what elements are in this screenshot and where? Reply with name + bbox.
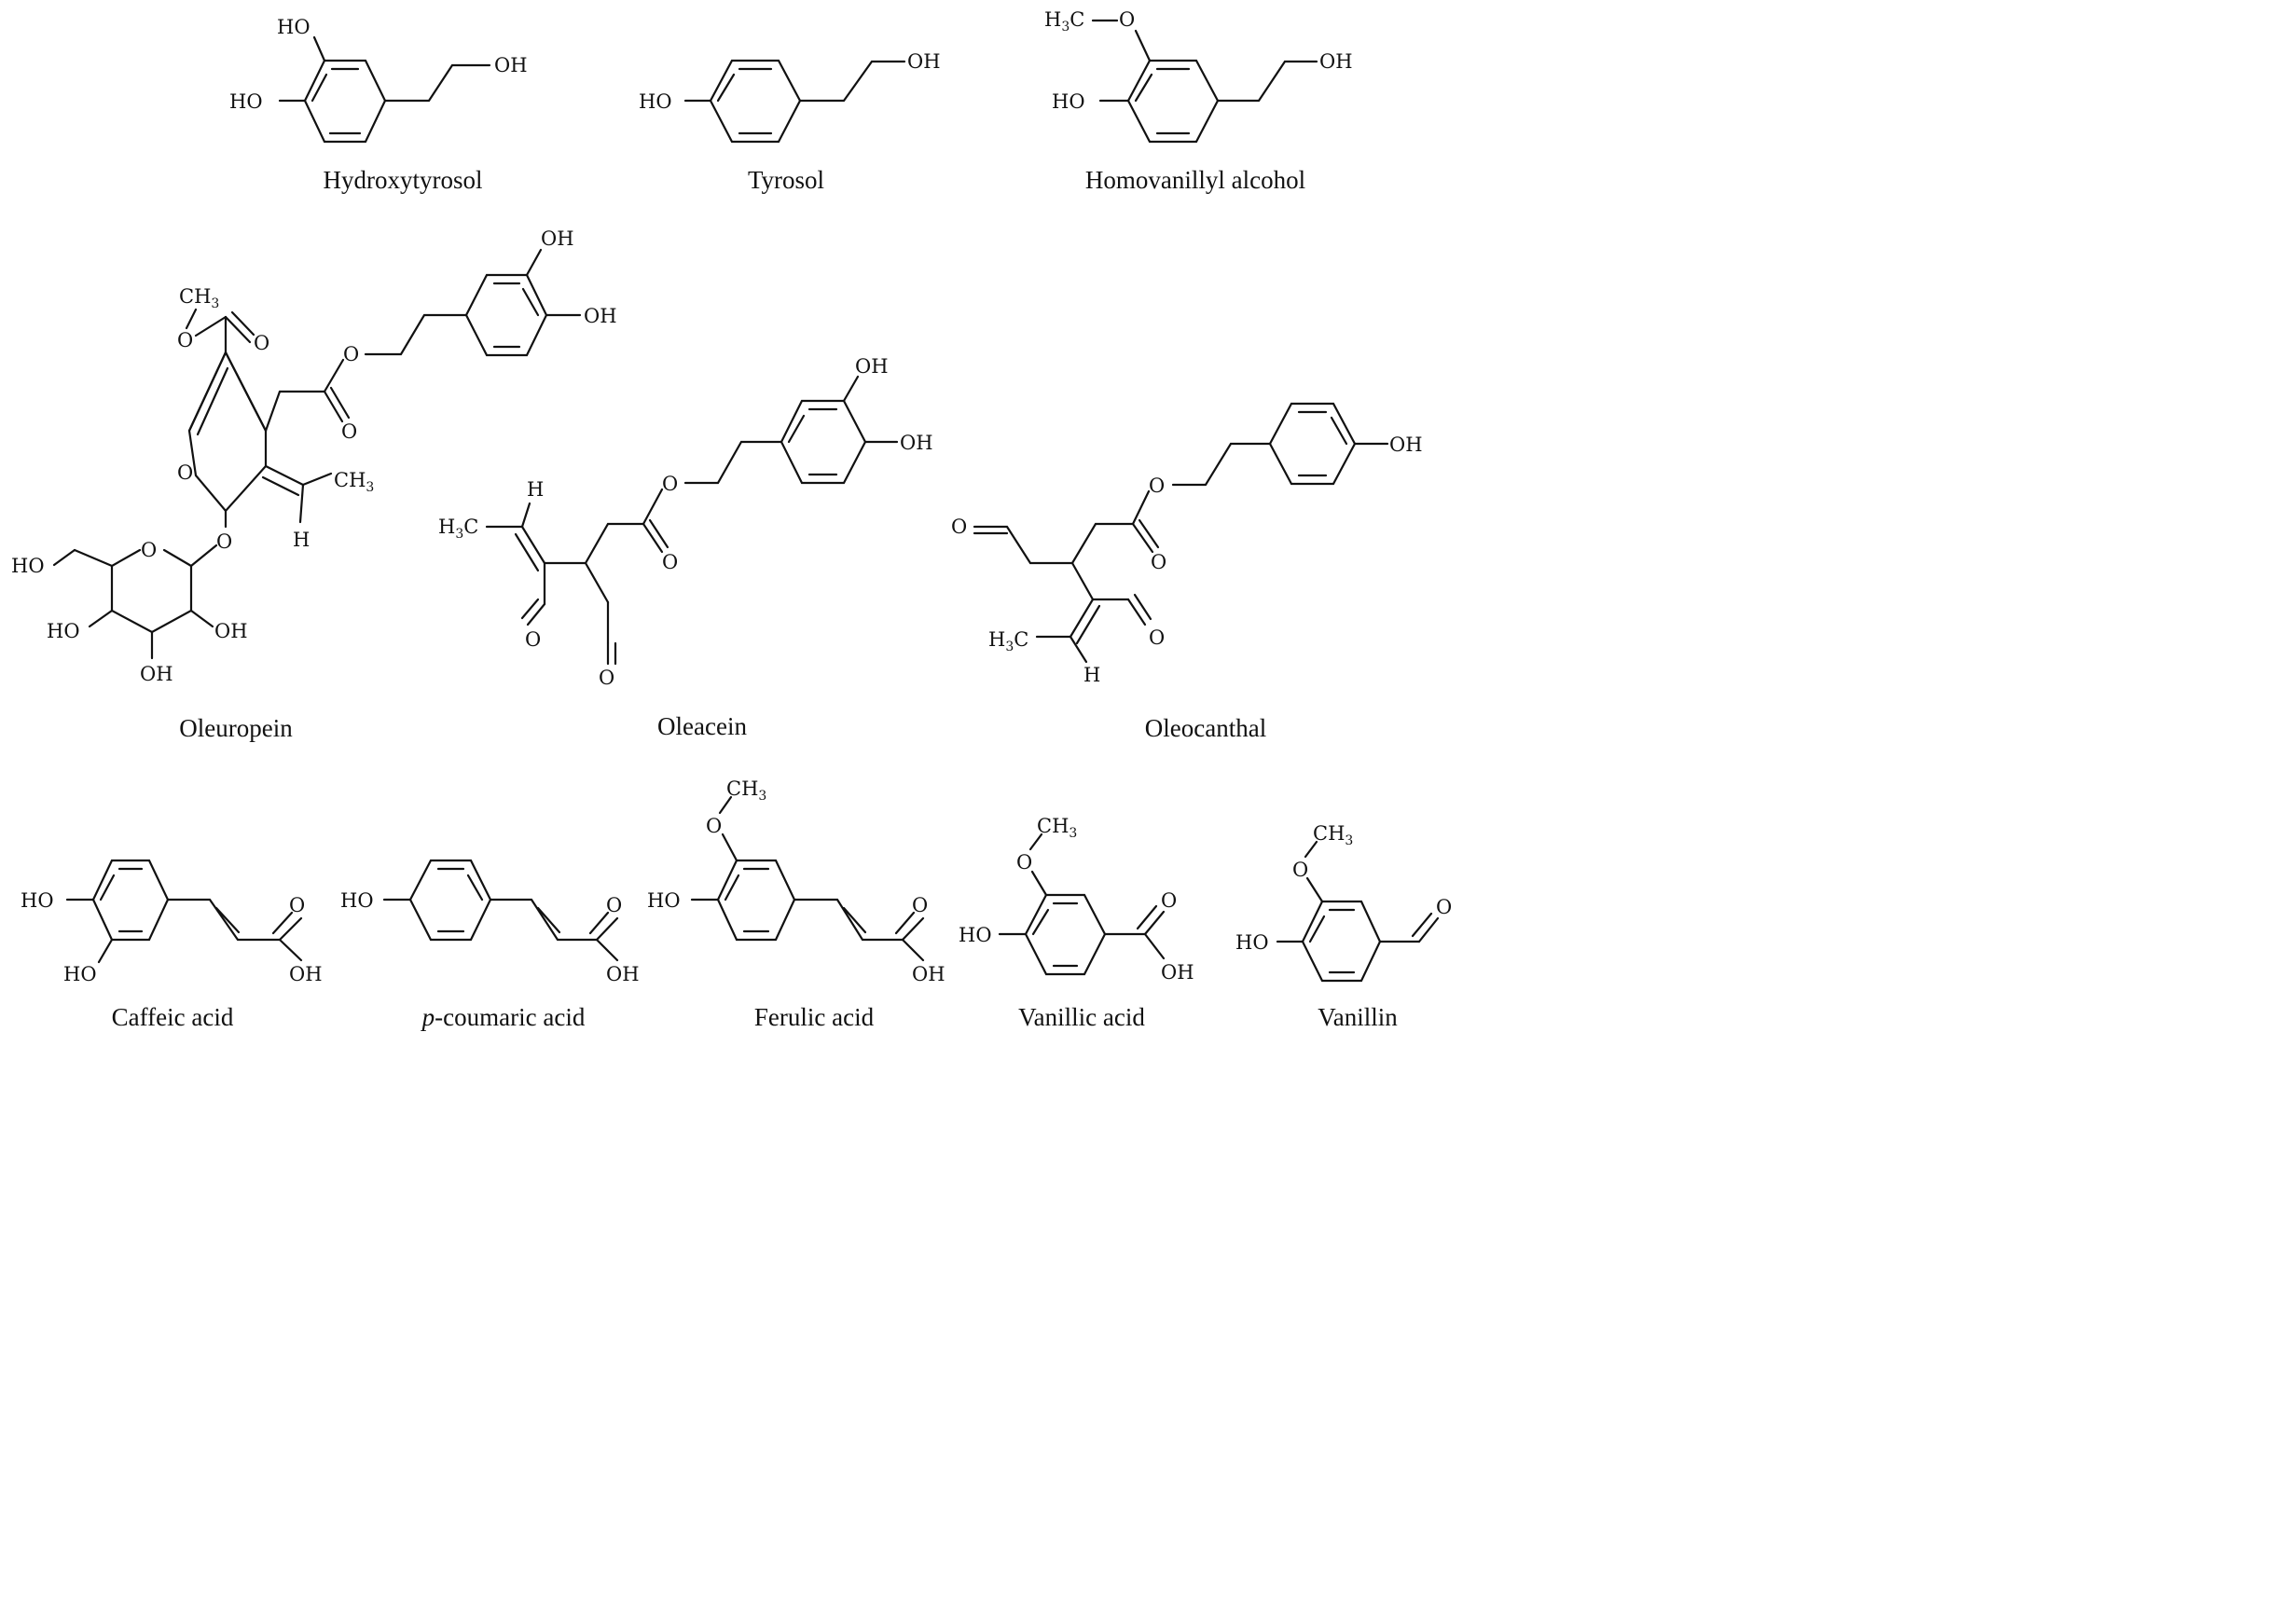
carbonyl-oxygen: O [662,551,678,573]
hydroxy-label: OH [140,663,173,685]
carbonyl-oxygen: O [951,516,967,538]
tyrosol-structure: HO OH [639,50,941,144]
hydroxy-label: OH [912,963,945,985]
methyl-label: CH3 [1037,815,1077,841]
compound-name: Oleocanthal [1145,714,1266,742]
carbonyl-oxygen: O [1149,626,1165,649]
hydroxy-label: HO [47,620,80,642]
hydrogen-label: H [293,529,310,551]
hydroxy-label: HO [647,889,681,912]
hydroxy-label: OH [1319,50,1353,73]
oxygen-label: O [343,343,359,365]
hydroxy-label: HO [1235,931,1269,954]
methyl-label: H3C [1044,8,1084,34]
oxygen-label: O [1016,851,1032,874]
hydroxy-label: HO [639,90,672,113]
hydroxy-label: OH [606,963,640,985]
compound-name: Oleuropein [179,714,293,742]
compound-name: p-coumaric acid [421,1003,586,1031]
p-coumaric-acid-structure: HO O OH [340,859,640,985]
oxygen-label: O [177,329,193,351]
hydroxytyrosol-structure: HO HO OH [229,16,528,144]
carbonyl-oxygen: O [1151,551,1166,573]
compound-name: Tyrosol [748,166,824,194]
caffeic-acid-structure: HO HO O OH [21,859,323,985]
carbonyl-oxygen: O [254,332,269,354]
hydroxy-label: OH [214,620,248,642]
oxygen-label: O [1119,8,1135,31]
compound-name: Homovanillyl alcohol [1085,166,1305,194]
hydroxy-label: OH [900,432,933,454]
compound-name: Ferulic acid [754,1003,875,1031]
compound-name: Hydroxytyrosol [324,166,483,194]
hydroxy-label: OH [289,963,323,985]
oleocanthal-structure: OH O O O H3C H O [951,402,1423,686]
compound-figure: HO HO OH Hydroxytyrosol HO OH Tyrosol H3… [11,8,1452,1031]
hydroxy-label: HO [229,90,263,113]
methyl-label: CH3 [726,778,766,804]
carbonyl-oxygen: O [1436,896,1452,918]
compound-name: Caffeic acid [112,1003,234,1031]
hydroxy-label: HO [63,963,97,985]
hydrogen-label: H [1083,664,1100,686]
ring-oxygen: O [141,539,157,561]
hydroxy-label: HO [959,924,992,946]
hydroxy-label: HO [21,889,54,912]
hydroxy-label: OH [855,355,889,378]
homovanillyl-structure: H3C O HO OH [1044,8,1353,144]
methyl-label: CH3 [1313,822,1353,848]
vanillic-acid-structure: O CH3 HO O OH [959,815,1194,984]
oxygen-label: O [1149,475,1165,497]
ring-oxygen: O [177,461,193,484]
compound-name: Vanillic acid [1018,1003,1145,1031]
ferulic-acid-structure: O CH3 HO O OH [647,778,945,985]
vanillin-structure: O CH3 HO O [1235,822,1452,983]
hydroxy-label: HO [340,889,374,912]
carbonyl-oxygen: O [341,420,357,443]
hydroxy-label: HO [11,555,45,577]
hydroxy-label: OH [584,305,617,327]
carbonyl-oxygen: O [606,894,622,916]
carbonyl-oxygen: O [525,628,541,651]
methyl-label: CH3 [334,469,374,495]
hydroxy-label: OH [494,54,528,76]
hydroxy-label: HO [277,16,310,38]
oleacein-structure: OH OH O O O H H3C O [438,355,933,689]
carbonyl-oxygen: O [599,667,614,689]
methyl-label: H3C [438,516,478,542]
compound-name: Oleacein [657,712,747,740]
carbonyl-oxygen: O [912,894,928,916]
oxygen-label: O [1292,859,1308,881]
hydroxy-label: OH [1161,961,1194,984]
hydroxy-label: OH [541,227,574,250]
hydroxy-label: OH [1389,434,1423,456]
glycosidic-oxygen: O [216,530,232,553]
carbonyl-oxygen: O [1161,889,1177,912]
compound-name: Vanillin [1318,1003,1398,1031]
hydroxy-label: OH [907,50,941,73]
hydroxy-label: HO [1052,90,1085,113]
oleuropein-structure: OH OH O O O O CH3 O CH3 H O [11,227,617,685]
oxygen-label: O [662,473,678,495]
methyl-label: H3C [988,628,1028,654]
oxygen-label: O [706,815,722,837]
methyl-label: CH3 [179,285,219,311]
hydrogen-label: H [527,478,544,501]
carbonyl-oxygen: O [289,894,305,916]
